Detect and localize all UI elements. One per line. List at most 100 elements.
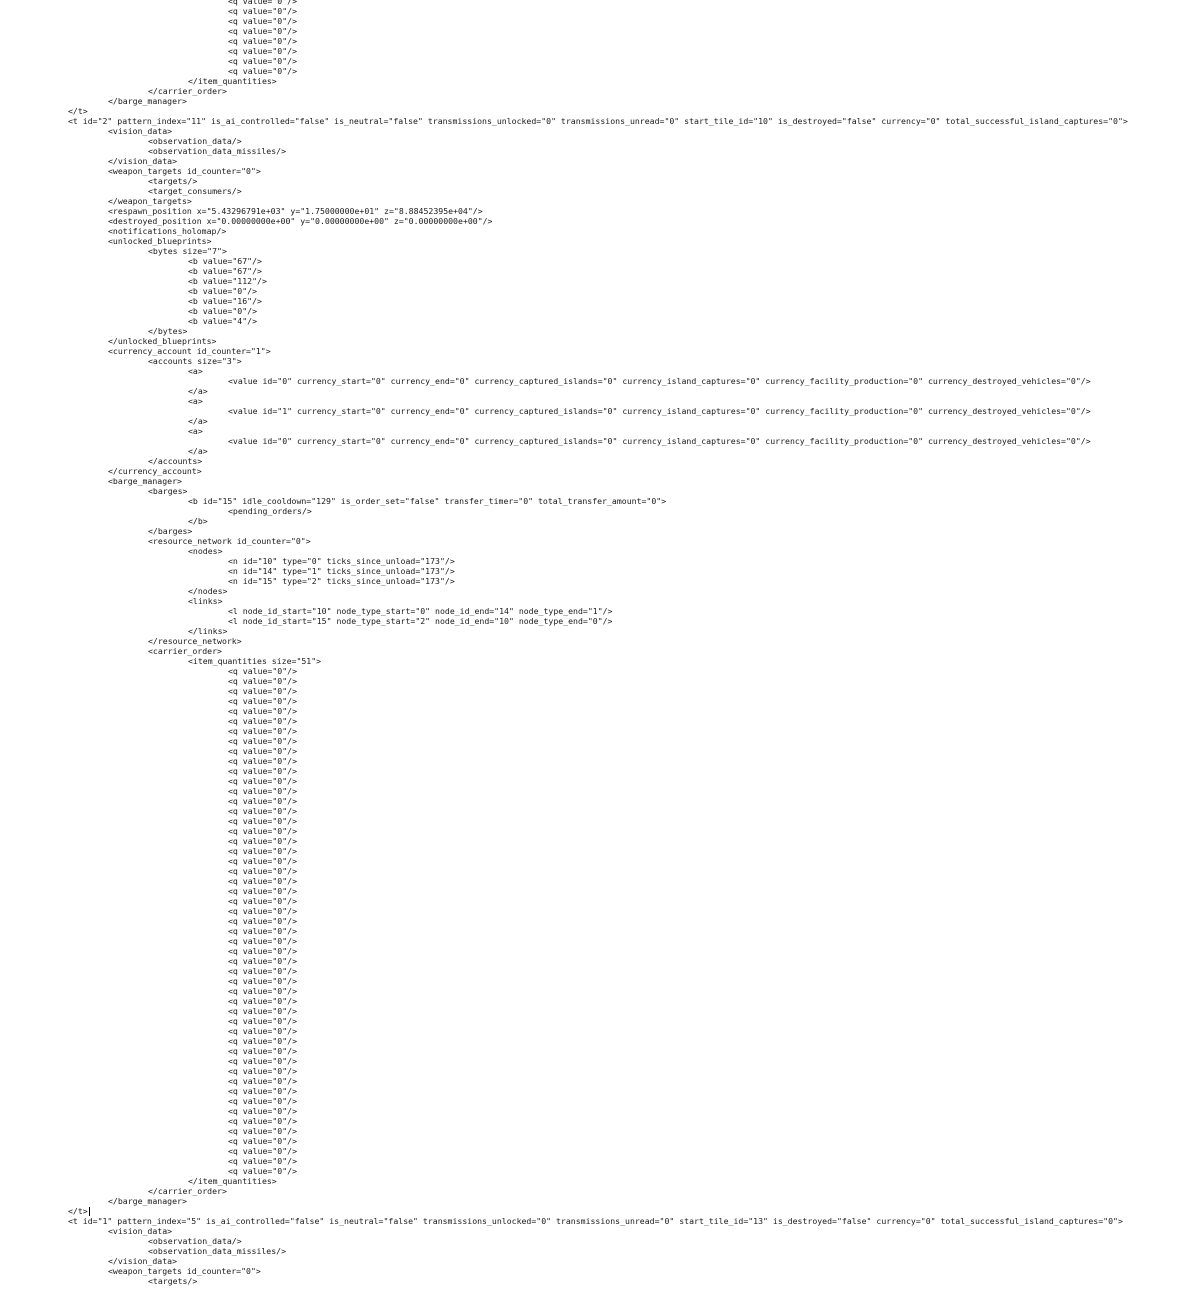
code-line-text: <q value="0"/> — [228, 746, 298, 756]
code-line-text: <barges> — [148, 486, 188, 496]
code-line: <q value="0"/> — [0, 816, 1180, 826]
code-line-text: <q value="0"/> — [228, 696, 298, 706]
code-line-text: <q value="0"/> — [228, 1056, 298, 1066]
code-line-text: <q value="0"/> — [228, 1076, 298, 1086]
code-line-text: <q value="0"/> — [228, 0, 298, 6]
code-line: <q value="0"/> — [0, 1076, 1180, 1086]
code-line: <q value="0"/> — [0, 1016, 1180, 1026]
code-line-text: <q value="0"/> — [228, 1126, 298, 1136]
code-line: <q value="0"/> — [0, 996, 1180, 1006]
code-line: </accounts> — [0, 456, 1180, 466]
code-line-text: <q value="0"/> — [228, 1166, 298, 1176]
code-line: </resource_network> — [0, 636, 1180, 646]
code-line-text: <q value="0"/> — [228, 876, 298, 886]
code-line: </a> — [0, 416, 1180, 426]
code-line: <n id="15" type="2" ticks_since_unload="… — [0, 576, 1180, 586]
code-line-text: <q value="0"/> — [228, 26, 298, 36]
code-line: <b value="4"/> — [0, 316, 1180, 326]
code-line-text: </carrier_order> — [148, 86, 227, 96]
code-line-text: <q value="0"/> — [228, 896, 298, 906]
code-line: </links> — [0, 626, 1180, 636]
code-line-text: <q value="0"/> — [228, 666, 298, 676]
code-line-text: <targets/> — [148, 176, 198, 186]
code-line-text: <b id="15" idle_cooldown="129" is_order_… — [188, 496, 667, 506]
code-line: <a> — [0, 366, 1180, 376]
code-line: </a> — [0, 446, 1180, 456]
code-line: <accounts size="3"> — [0, 356, 1180, 366]
code-line-text: <links> — [188, 596, 223, 606]
code-line-text: <a> — [188, 426, 203, 436]
code-line-text: <nodes> — [188, 546, 223, 556]
code-line-text: <q value="0"/> — [228, 736, 298, 746]
code-line: <q value="0"/> — [0, 6, 1180, 16]
code-line: <b value="67"/> — [0, 256, 1180, 266]
code-line: <q value="0"/> — [0, 1036, 1180, 1046]
code-line: <q value="0"/> — [0, 1116, 1180, 1126]
code-line: <vision_data> — [0, 1226, 1180, 1236]
code-line: <q value="0"/> — [0, 1086, 1180, 1096]
code-line: <q value="0"/> — [0, 1096, 1180, 1106]
code-line-text: <q value="0"/> — [228, 976, 298, 986]
code-line: <q value="0"/> — [0, 1106, 1180, 1116]
code-line-text: <value id="1" currency_start="0" currenc… — [228, 406, 1091, 416]
code-line-text: <unlocked_blueprints> — [108, 236, 212, 246]
code-line: <q value="0"/> — [0, 66, 1180, 76]
code-line: <t id="2" pattern_index="11" is_ai_contr… — [0, 116, 1180, 126]
code-line: <q value="0"/> — [0, 946, 1180, 956]
code-line-text: <observation_data_missiles/> — [148, 1246, 287, 1256]
code-line-text: <item_quantities size="51"> — [188, 656, 322, 666]
code-line-text: <q value="0"/> — [228, 1156, 298, 1166]
code-line: <q value="0"/> — [0, 1026, 1180, 1036]
code-line: <q value="0"/> — [0, 836, 1180, 846]
code-line-text: </vision_data> — [108, 1256, 178, 1266]
code-line: <b id="15" idle_cooldown="129" is_order_… — [0, 496, 1180, 506]
code-line: <q value="0"/> — [0, 986, 1180, 996]
code-line: <b value="0"/> — [0, 286, 1180, 296]
code-line-text: <q value="0"/> — [228, 1106, 298, 1116]
code-line: </weapon_targets> — [0, 196, 1180, 206]
code-line-text: <q value="0"/> — [228, 716, 298, 726]
code-line: <notifications_holomap/> — [0, 226, 1180, 236]
code-line-text: <t id="2" pattern_index="11" is_ai_contr… — [68, 116, 1128, 126]
code-line: </t> — [0, 1206, 1180, 1216]
code-line: <q value="0"/> — [0, 956, 1180, 966]
code-line: <value id="0" currency_start="0" currenc… — [0, 436, 1180, 446]
code-line-text: <n id="15" type="2" ticks_since_unload="… — [228, 576, 455, 586]
code-line: <l node_id_start="10" node_type_start="0… — [0, 606, 1180, 616]
code-line: <target_consumers/> — [0, 186, 1180, 196]
code-line: <q value="0"/> — [0, 46, 1180, 56]
code-line-text: </bytes> — [148, 326, 188, 336]
code-line: </carrier_order> — [0, 1186, 1180, 1196]
code-line: <q value="0"/> — [0, 776, 1180, 786]
code-line: <observation_data_missiles/> — [0, 146, 1180, 156]
code-line: <q value="0"/> — [0, 716, 1180, 726]
code-line: <q value="0"/> — [0, 676, 1180, 686]
code-line: <q value="0"/> — [0, 796, 1180, 806]
code-line: <q value="0"/> — [0, 1056, 1180, 1066]
code-line: <q value="0"/> — [0, 766, 1180, 776]
code-line: <t id="1" pattern_index="5" is_ai_contro… — [0, 1216, 1180, 1226]
code-line: <q value="0"/> — [0, 666, 1180, 676]
code-line: </unlocked_blueprints> — [0, 336, 1180, 346]
code-line-text: <barge_manager> — [108, 476, 182, 486]
code-line-text: <destroyed_position x="0.00000000e+00" y… — [108, 216, 493, 226]
code-line: </barge_manager> — [0, 1196, 1180, 1206]
code-line: <q value="0"/> — [0, 736, 1180, 746]
code-line: </t> — [0, 106, 1180, 116]
code-line-text: <q value="0"/> — [228, 66, 298, 76]
code-line-text: </barge_manager> — [108, 96, 187, 106]
code-line-text: <observation_data_missiles/> — [148, 146, 287, 156]
code-line: <q value="0"/> — [0, 916, 1180, 926]
code-line: <q value="0"/> — [0, 0, 1180, 6]
code-line: <q value="0"/> — [0, 756, 1180, 766]
code-line: <q value="0"/> — [0, 1126, 1180, 1136]
code-line-text: <accounts size="3"> — [148, 356, 242, 366]
code-line: </vision_data> — [0, 1256, 1180, 1266]
code-line-text: <q value="0"/> — [228, 36, 298, 46]
code-line-text: <respawn_position x="5.43296791e+03" y="… — [108, 206, 483, 216]
code-line: <observation_data/> — [0, 1236, 1180, 1246]
code-line-text: <t id="1" pattern_index="5" is_ai_contro… — [68, 1216, 1123, 1226]
code-line: <targets/> — [0, 1276, 1180, 1286]
code-line: <q value="0"/> — [0, 886, 1180, 896]
